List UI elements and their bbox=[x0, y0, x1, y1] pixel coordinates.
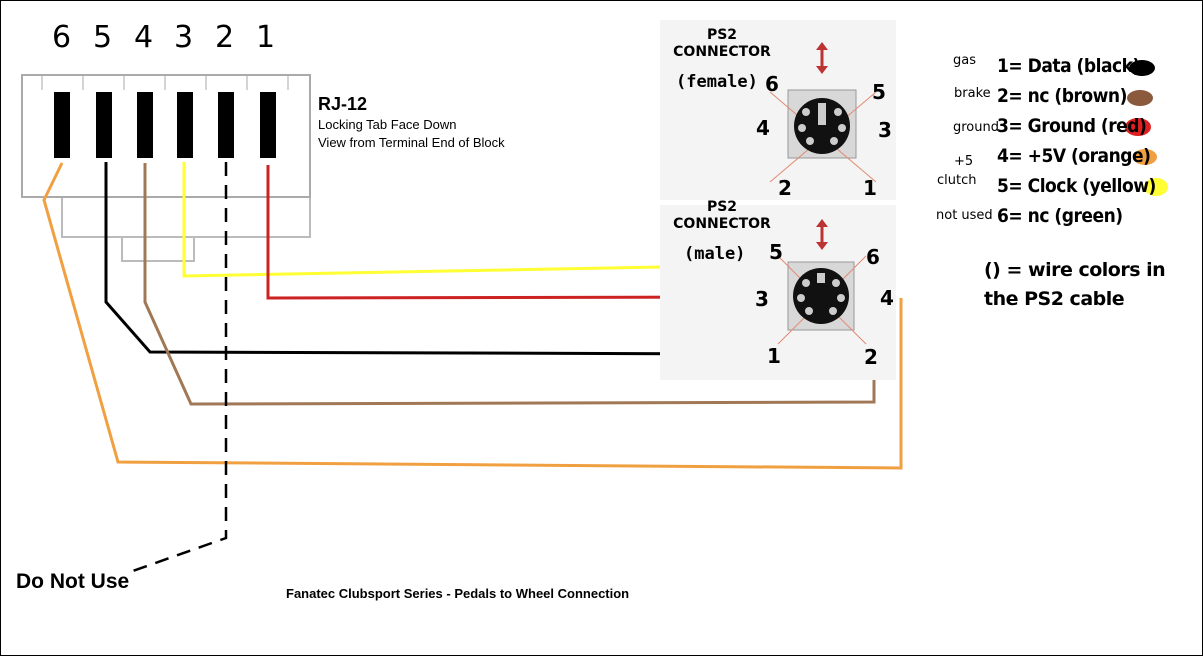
rj12-pin-number: 4 bbox=[134, 20, 154, 55]
legend-entry: 6= nc (green) bbox=[997, 205, 1123, 227]
rj12-pin-number: 3 bbox=[174, 20, 194, 55]
legend-entry: 4= +5V (orange) bbox=[997, 145, 1151, 167]
male-pin-label: 4 bbox=[880, 286, 894, 310]
wire-black bbox=[104, 162, 771, 356]
legend-entry: 3= Ground (red) bbox=[997, 115, 1147, 137]
legend-entry: 1= Data (black) bbox=[997, 55, 1140, 77]
rj12-subtitle: View from Terminal End of Block bbox=[318, 135, 505, 150]
female-ps2-connector bbox=[660, 20, 896, 200]
do-not-use-label: Do Not Use bbox=[16, 570, 130, 593]
male-pin-label: 3 bbox=[755, 287, 769, 311]
male-pin-label: 1 bbox=[767, 344, 781, 368]
legend-swatch-orange bbox=[1133, 149, 1157, 165]
wire-orange bbox=[42, 162, 903, 470]
rj12-block bbox=[21, 74, 311, 262]
wire-brown bbox=[143, 163, 876, 406]
male-connector-title: PS2 CONNECTOR bbox=[673, 199, 771, 232]
legend-swatches bbox=[1125, 60, 1168, 196]
legend-swatch-brown bbox=[1127, 90, 1153, 106]
legend-side-label: gas bbox=[953, 53, 976, 68]
female-pin-label: 1 bbox=[863, 176, 877, 200]
legend-swatch-red bbox=[1125, 118, 1151, 136]
rj12-contact-3 bbox=[177, 92, 193, 158]
wire-color-note: the PS2 cable bbox=[984, 288, 1125, 310]
legend-side-label: ground bbox=[953, 120, 999, 135]
male-pin-label: 2 bbox=[864, 345, 878, 369]
male-pin-label: 6 bbox=[866, 245, 880, 269]
male-pin-label: 5 bbox=[769, 240, 783, 264]
rj12-contact-6 bbox=[54, 92, 70, 158]
wire-red bbox=[266, 165, 753, 300]
female-pin-label: 4 bbox=[756, 116, 770, 140]
rj12-contact-5 bbox=[96, 92, 112, 158]
rj12-subtitle: Locking Tab Face Down bbox=[318, 117, 457, 132]
female-pin-label: 2 bbox=[778, 176, 792, 200]
rj12-contact-2 bbox=[218, 92, 234, 158]
male-connector-gender: (male) bbox=[684, 244, 746, 264]
rj12-contact-1 bbox=[260, 92, 276, 158]
legend-side-label: clutch bbox=[937, 173, 977, 188]
wire-color-note: () = wire colors in bbox=[984, 259, 1166, 281]
rj12-contact-4 bbox=[137, 92, 153, 158]
wire-yellow bbox=[182, 162, 771, 278]
rj12-pin-number: 2 bbox=[215, 20, 235, 55]
male-ps2-connector bbox=[660, 205, 896, 380]
female-connector-gender: (female) bbox=[676, 72, 758, 92]
legend-entry: 2= nc (brown) bbox=[997, 85, 1127, 107]
female-pin-label: 3 bbox=[878, 118, 892, 142]
legend-swatch-yellow bbox=[1144, 178, 1168, 196]
female-connector-title: PS2 CONNECTOR bbox=[673, 27, 771, 60]
legend-side-label: not used bbox=[936, 208, 993, 223]
rj12-pin-number: 6 bbox=[52, 20, 72, 55]
legend-swatch-black bbox=[1129, 60, 1155, 76]
legend-side-label: +5 bbox=[954, 154, 974, 169]
wires bbox=[42, 162, 903, 574]
legend-entry: 5= Clock (yellow) bbox=[997, 175, 1156, 197]
rj12-pin-number: 5 bbox=[93, 20, 113, 55]
legend-side-label: brake bbox=[954, 86, 991, 101]
female-pin-label: 5 bbox=[872, 80, 886, 104]
female-pin-label: 6 bbox=[765, 72, 779, 96]
wire-do-not-use bbox=[129, 162, 228, 574]
diagram-caption: Fanatec Clubsport Series - Pedals to Whe… bbox=[286, 586, 630, 601]
rj12-pin-number: 1 bbox=[256, 20, 276, 55]
rj12-title: RJ-12 bbox=[318, 94, 368, 114]
